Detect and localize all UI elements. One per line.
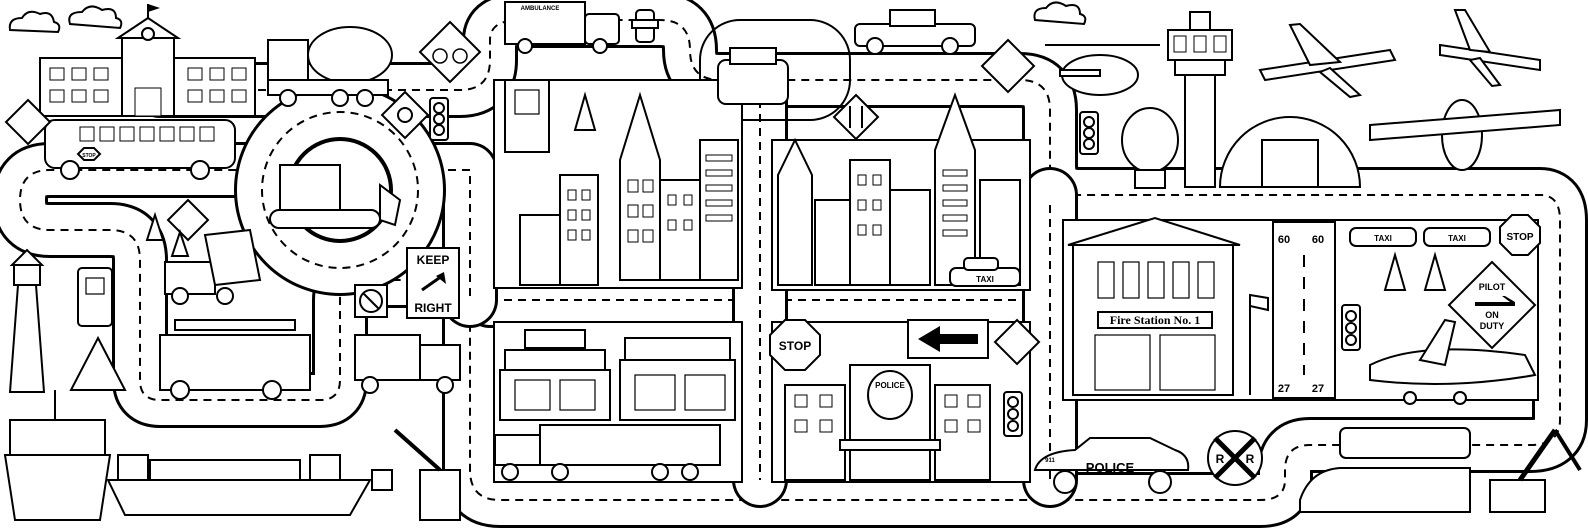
traffic-light-icon (429, 97, 449, 141)
school-icon (39, 4, 256, 117)
pilot-sign-line: PILOT (1479, 282, 1506, 292)
cloud-icon (68, 5, 123, 30)
dump-truck-icon (164, 228, 262, 305)
arrow-sign-icon (907, 319, 989, 359)
radar-icon (1121, 107, 1179, 189)
pilot-sign-line: DUTY (1480, 321, 1505, 331)
airplane-icon (1369, 99, 1561, 171)
block-police-station: POLICE STOP (769, 319, 1031, 483)
bulldozer-icon (269, 164, 402, 229)
cargo-ship-icon (106, 454, 372, 516)
police-car-label: POLICE (1086, 460, 1135, 475)
police-car-icon: POLICE 911 (1033, 437, 1190, 494)
traffic-cone-icon (170, 228, 190, 257)
taxi-label: TAXI (1448, 234, 1466, 243)
railroad-letter: R (1246, 452, 1255, 466)
runway-number: 27 (1278, 383, 1290, 395)
keep-right-sign: KEEP RIGHT (406, 247, 460, 319)
excavator-icon (1489, 428, 1582, 513)
keep-right-line: RIGHT (414, 301, 452, 315)
block-fire-station: Fire Station No. 1 60 60 27 27 TAXI (1062, 214, 1541, 405)
lighthouse-icon (8, 248, 46, 393)
traffic-light-icon (1079, 111, 1099, 155)
ambulance-icon: AMBULANCE (504, 1, 620, 54)
fire-station-icon: Fire Station No. 1 (1067, 216, 1241, 396)
jet-icon (1439, 9, 1541, 88)
shop-icon (499, 329, 736, 421)
block-skyline-left (493, 79, 743, 289)
stop-sign-icon: STOP (1499, 214, 1541, 256)
no-parking-sign-icon (354, 284, 388, 318)
traffic-light-icon (1341, 304, 1361, 351)
police-car-icon (717, 47, 789, 105)
roundabout-sign-icon (380, 90, 430, 140)
car-in-water-sign-icon (69, 335, 127, 391)
runway-number: 60 (1278, 234, 1290, 246)
police-station-label: POLICE (875, 381, 905, 390)
school-bus-icon: STOP (44, 119, 236, 180)
stop-sign-icon: STOP (769, 319, 821, 371)
traffic-cone-icon (573, 91, 597, 131)
traffic-light-icon (993, 318, 1041, 366)
taxi-icon: TAXI (949, 257, 1021, 287)
traffic-cone-icon (145, 211, 165, 241)
taxi-icon: TAXI (1423, 227, 1491, 247)
bicycle-sign-icon (418, 20, 482, 84)
runway: 60 60 27 27 (1272, 221, 1336, 399)
police-station-icon: POLICE (784, 364, 991, 481)
taxi-label: TAXI (976, 275, 994, 284)
keep-right-line: KEEP (417, 253, 450, 267)
helicopter-icon (1045, 44, 1160, 96)
city-skyline-icon (777, 92, 1021, 286)
traffic-cone-icon (1383, 251, 1407, 291)
construction-sign-icon (166, 198, 210, 242)
fire-station-label: Fire Station No. 1 (1110, 313, 1200, 327)
fire-truck-icon (159, 319, 311, 400)
gas-pump-icon (77, 267, 113, 327)
stop-sign-label: STOP (779, 339, 811, 353)
train-icon (1299, 427, 1471, 513)
two-way-sign-icon (832, 93, 880, 141)
pilot-sign-line: ON (1485, 310, 1499, 320)
cargo-ship-icon (3, 390, 112, 521)
garbage-truck-icon (354, 334, 461, 394)
taxi-icon: TAXI (1349, 227, 1417, 247)
cement-truck-icon (267, 26, 393, 107)
railroad-letter: R (1216, 452, 1225, 466)
hangar-icon (1218, 116, 1362, 188)
block-shops (493, 321, 743, 483)
runway-number: 60 (1312, 234, 1324, 246)
police-car-number: 911 (1045, 458, 1055, 464)
ambulance-label: AMBULANCE (521, 6, 560, 12)
control-tower-icon (1167, 11, 1233, 188)
slippery-road-sign-icon (980, 38, 1036, 94)
taxi-label: TAXI (1374, 234, 1392, 243)
cloud-icon (1033, 1, 1087, 26)
bus-stop-sign-label: STOP (82, 153, 96, 159)
stop-sign-label: STOP (1506, 232, 1533, 243)
school-crossing-sign-icon (4, 98, 52, 146)
traffic-light-icon (1003, 391, 1023, 437)
traffic-cone-icon (1423, 251, 1447, 291)
windsock-icon (1249, 293, 1269, 395)
city-skyline-icon (519, 91, 739, 286)
crane-icon (371, 428, 461, 521)
semi-truck-icon (494, 424, 721, 481)
pickup-truck-icon (854, 9, 976, 55)
airplane-icon (1258, 22, 1397, 99)
propeller-plane-icon (1369, 318, 1537, 405)
fire-hydrant-icon (631, 9, 659, 43)
railroad-crossing-sign-icon: R R (1207, 430, 1263, 486)
runway-number: 27 (1312, 383, 1324, 395)
pilot-on-duty-sign: PILOT ON DUTY (1447, 260, 1537, 350)
cloud-icon (8, 10, 61, 34)
block-skyline-right: TAXI (771, 92, 1031, 291)
